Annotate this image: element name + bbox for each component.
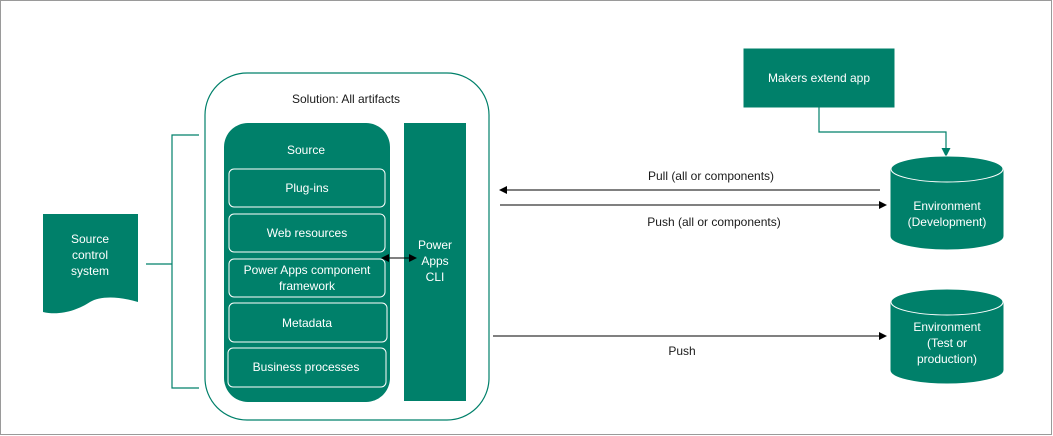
source-item-metadata: Metadata xyxy=(228,302,388,343)
makers-label: Makers extend app xyxy=(768,71,870,85)
source-item-label: Plug-ins xyxy=(285,181,328,195)
source-item-label: Metadata xyxy=(282,316,332,330)
env-dev-label-line1: Environment xyxy=(913,199,981,213)
source-item-component-framework: Power Apps component framework xyxy=(228,258,386,298)
makers-to-dev-connector xyxy=(818,107,951,157)
env-test-label-line1: Environment xyxy=(913,320,981,334)
source-item-web-resources: Web resources xyxy=(228,213,386,253)
cli-label-line2: Apps xyxy=(421,254,448,268)
cli-label-line1: Power xyxy=(418,238,452,252)
source-title: Source xyxy=(287,143,325,157)
solution-title: Solution: All artifacts xyxy=(292,92,400,106)
environment-test-production: Environment (Test or production) xyxy=(890,288,1004,384)
source-item-label-line2: framework xyxy=(279,279,336,293)
env-test-label-line2: (Test or xyxy=(927,336,967,350)
makers-extend-app-box: Makers extend app xyxy=(743,48,895,108)
source-item-label: Web resources xyxy=(267,226,347,240)
source-item-label-line1: Power Apps component xyxy=(244,263,371,277)
source-control-label-line2: control xyxy=(72,248,108,262)
power-apps-cli-box: Power Apps CLI xyxy=(404,123,466,401)
source-item-label: Business processes xyxy=(253,360,360,374)
env-test-label-line3: production) xyxy=(917,352,977,366)
source-control-system: Source control system xyxy=(43,214,138,314)
environment-development: Environment (Development) xyxy=(890,155,1004,250)
source-item-plugins: Plug-ins xyxy=(228,168,386,208)
push-test-label: Push xyxy=(668,344,695,358)
source-control-label-line1: Source xyxy=(71,232,109,246)
source-item-business-processes: Business processes xyxy=(227,347,387,388)
source-bracket xyxy=(146,134,199,389)
push-dev-label: Push (all or components) xyxy=(647,215,780,229)
cli-label-line3: CLI xyxy=(426,270,445,284)
source-control-label-line3: system xyxy=(71,264,109,278)
env-dev-label-line2: (Development) xyxy=(908,215,987,229)
pull-label: Pull (all or components) xyxy=(648,169,774,183)
